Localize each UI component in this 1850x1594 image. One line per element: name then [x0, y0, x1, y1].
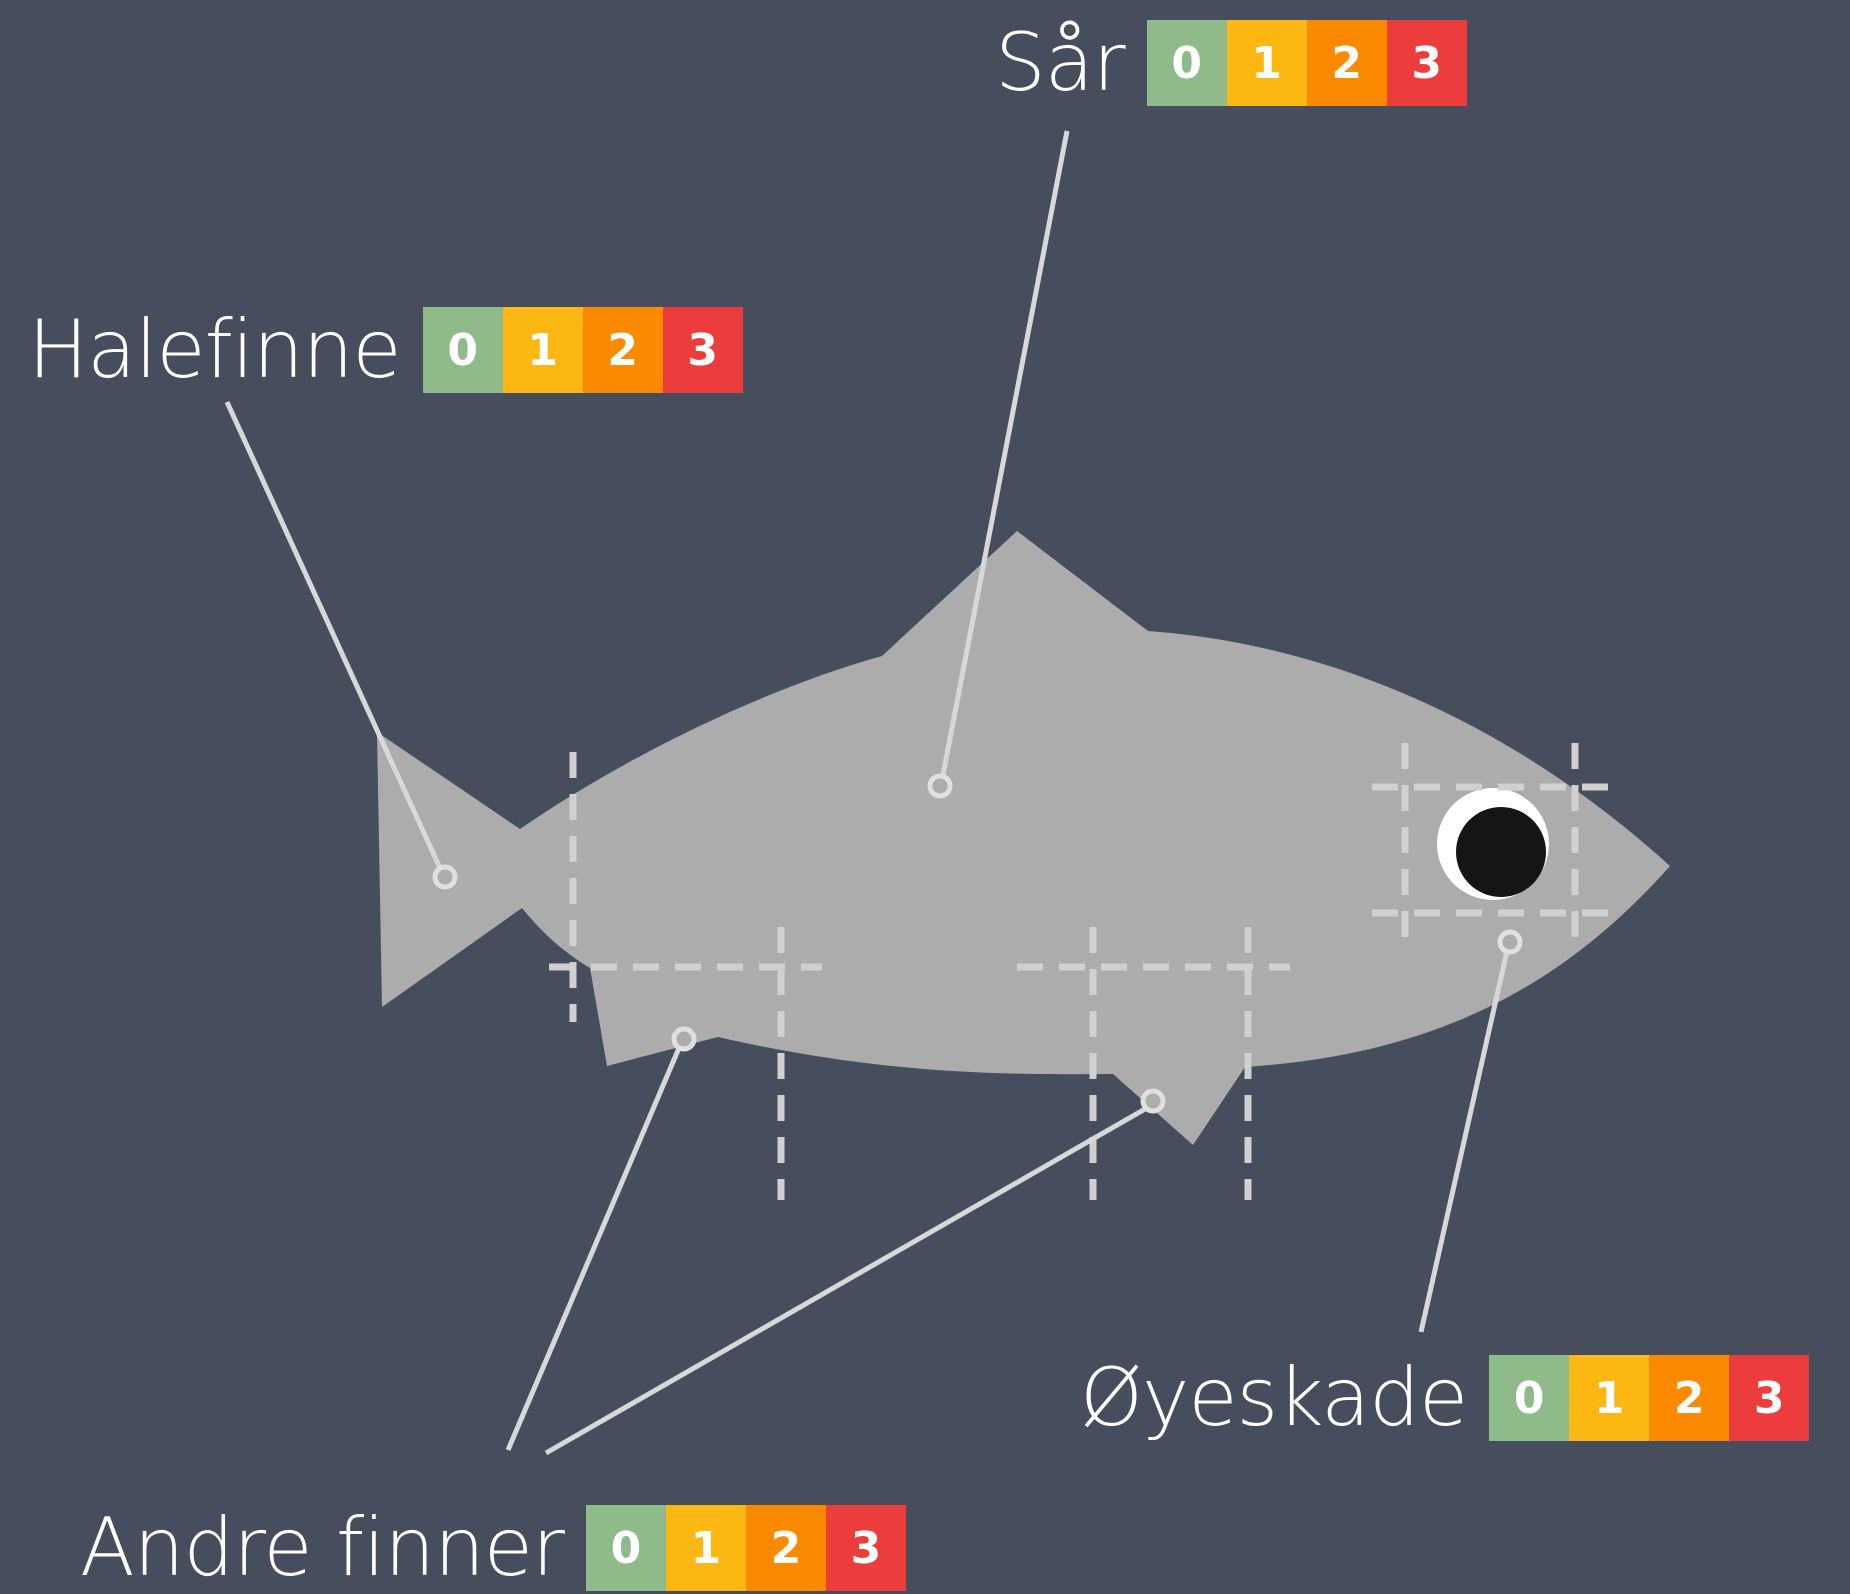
score-2-button[interactable]: 2 — [583, 307, 663, 393]
score-3-button[interactable]: 3 — [1729, 1355, 1809, 1441]
score-0-button[interactable]: 0 — [1147, 20, 1227, 106]
callout-sar: Sår 0 1 2 3 — [995, 20, 1467, 106]
callout-label-andre-finner: Andre finner — [80, 1505, 564, 1591]
score-1-button[interactable]: 1 — [503, 307, 583, 393]
callout-label-halefinne: Halefinne — [28, 307, 401, 393]
score-1-button[interactable]: 1 — [1569, 1355, 1649, 1441]
score-scale-sar: 0 1 2 3 — [1147, 20, 1467, 106]
score-scale-halefinne: 0 1 2 3 — [423, 307, 743, 393]
score-3-button[interactable]: 3 — [663, 307, 743, 393]
score-scale-oyeskade: 0 1 2 3 — [1489, 1355, 1809, 1441]
anchor-dot-oyeskade — [1500, 932, 1520, 952]
score-2-button[interactable]: 2 — [1649, 1355, 1729, 1441]
callout-andre-finner: Andre finner 0 1 2 3 — [80, 1505, 906, 1591]
score-1-button[interactable]: 1 — [666, 1505, 746, 1591]
eye-pupil — [1456, 807, 1546, 897]
score-2-button[interactable]: 2 — [1307, 20, 1387, 106]
score-0-button[interactable]: 0 — [1489, 1355, 1569, 1441]
leader-line-halefinne — [227, 402, 440, 868]
leader-line-andre-finner-2 — [546, 1109, 1145, 1453]
score-3-button[interactable]: 3 — [826, 1505, 906, 1591]
callout-oyeskade: Øyeskade 0 1 2 3 — [1080, 1355, 1809, 1441]
callout-label-oyeskade: Øyeskade — [1080, 1355, 1467, 1441]
anchor-dot-andre-finner-2 — [1143, 1091, 1163, 1111]
score-0-button[interactable]: 0 — [586, 1505, 666, 1591]
anchor-dot-andre-finner-1 — [674, 1029, 694, 1049]
score-1-button[interactable]: 1 — [1227, 20, 1307, 106]
score-3-button[interactable]: 3 — [1387, 20, 1467, 106]
callout-label-sar: Sår — [995, 20, 1125, 106]
score-2-button[interactable]: 2 — [746, 1505, 826, 1591]
anchor-dot-halefinne — [435, 867, 455, 887]
callout-halefinne: Halefinne 0 1 2 3 — [28, 307, 743, 393]
score-0-button[interactable]: 0 — [423, 307, 503, 393]
anchor-dot-sar — [930, 776, 950, 796]
score-scale-andre-finner: 0 1 2 3 — [586, 1505, 906, 1591]
